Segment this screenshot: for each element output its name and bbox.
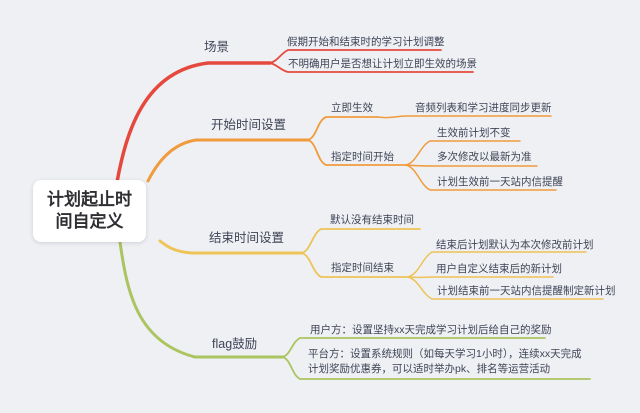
- node-end-reminder[interactable]: 计划结束前一天站内信提醒制定新计划: [437, 285, 616, 297]
- node-plan-unchanged[interactable]: 生效前计划不变: [437, 127, 511, 139]
- branch-start-lines: [146, 115, 557, 191]
- branch-end-scheduled-line: [301, 252, 409, 278]
- node-holiday-adjust[interactable]: 假期开始和结束时的学习计划调整: [287, 36, 445, 48]
- topic-flag-encourage[interactable]: flag鼓励: [212, 337, 258, 351]
- branch-start-scheduled-child2-line: [405, 164, 538, 167]
- branch-end-scheduled-child3-line: [407, 276, 604, 300]
- node-immediate-effect[interactable]: 立即生效: [331, 102, 373, 114]
- node-scheduled-start[interactable]: 指定时间开始: [331, 151, 394, 163]
- branch-flag-user-line: [282, 337, 546, 358]
- node-scheduled-end[interactable]: 指定时间结束: [331, 262, 394, 274]
- branch-end-lines: [158, 228, 604, 300]
- branch-start-immediate-line: [307, 116, 379, 141]
- node-no-end-default[interactable]: 默认没有结束时间: [330, 214, 414, 226]
- topic-end-time[interactable]: 结束时间设置: [209, 231, 285, 245]
- branch-flag-main-line: [118, 240, 285, 359]
- branch-scene-child2-line: [269, 62, 474, 73]
- branch-start-scheduled-line: [307, 139, 407, 166]
- branch-scene-main-line: [115, 61, 272, 184]
- node-custom-new-plan[interactable]: 用户自定义结束后的新计划: [436, 263, 562, 275]
- node-revert-previous[interactable]: 结束后计划默认为本次修改前计划: [436, 239, 594, 251]
- node-audio-sync[interactable]: 音频列表和学习进度同步更新: [415, 102, 552, 114]
- branch-start-immediate-child-line: [377, 115, 552, 119]
- node-platform-rules[interactable]: 平台方：设置系统规则（如每天学习1小时），连续xx天完成计划奖励优惠券，可以适时…: [308, 348, 582, 375]
- branch-flag-lines: [118, 240, 591, 380]
- branch-start-scheduled-child1-line: [405, 140, 521, 166]
- node-unclear-immediate[interactable]: 不明确用户是否想让计划立即生效的场景: [288, 58, 477, 70]
- branch-flag-platform-line: [282, 356, 591, 380]
- branch-scene-child1-line: [269, 49, 442, 64]
- branch-end-default-line: [301, 228, 421, 254]
- branch-start-main-line: [146, 138, 310, 183]
- branch-end-scheduled-child1-line: [407, 251, 587, 278]
- node-effect-reminder[interactable]: 计划生效前一天站内信提醒: [437, 176, 563, 188]
- central-topic-label: 计划起止时间自定义: [47, 189, 132, 231]
- branch-scene-lines: [115, 49, 474, 184]
- node-user-reward[interactable]: 用户方：设置坚持xx天完成学习计划后给自己的奖励: [310, 324, 552, 336]
- node-latest-revision[interactable]: 多次修改以最新为准: [437, 151, 532, 163]
- branch-end-main-line: [158, 239, 304, 255]
- topic-start-time[interactable]: 开始时间设置: [211, 118, 287, 132]
- central-topic-node[interactable]: 计划起止时间自定义: [33, 180, 146, 242]
- branch-start-scheduled-child3-line: [405, 164, 557, 191]
- topic-scene[interactable]: 场景: [204, 40, 230, 54]
